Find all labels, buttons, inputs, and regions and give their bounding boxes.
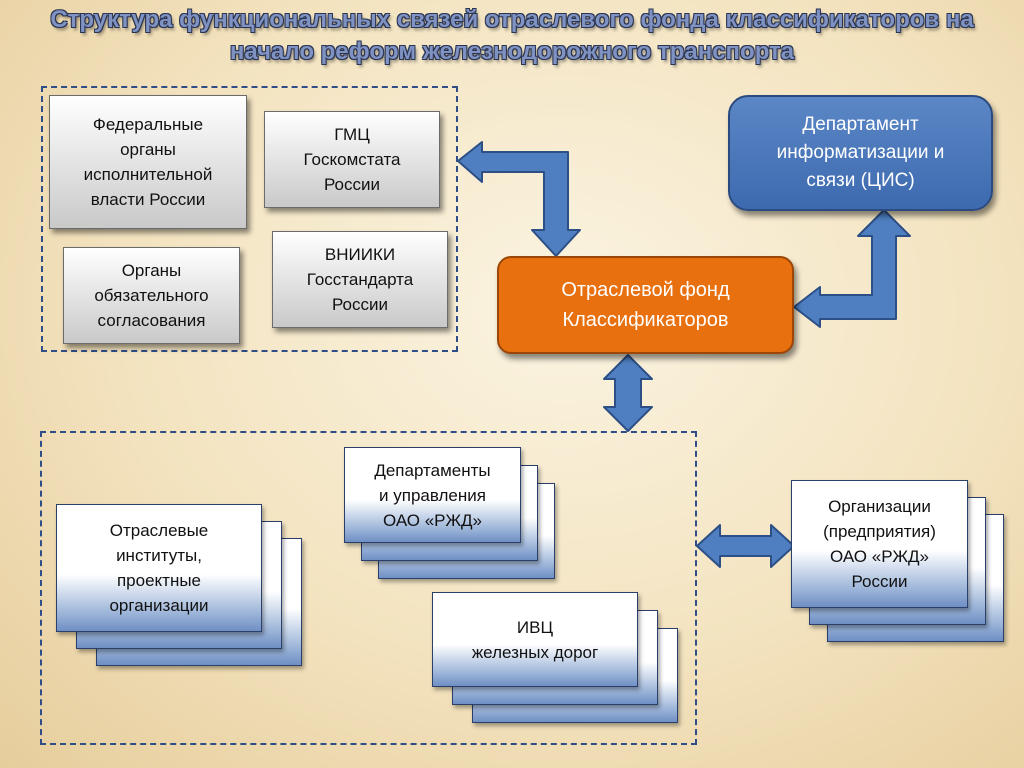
page-title: Структура функциональных связей отраслев… <box>0 4 1024 68</box>
gmc-goskomstat-box: ГМЦ Госкомстата России <box>264 111 440 208</box>
bottom-group-frame <box>40 431 697 745</box>
institutes-box: Отраслевые институты, проектные организа… <box>56 504 262 632</box>
arrow-fund-to-department <box>793 209 911 328</box>
informatization-department-box: Департамент информатизации и связи (ЦИС) <box>728 95 993 211</box>
title-line-2: начало реформ железнодорожного транспорт… <box>229 38 795 65</box>
vniiki-gosstandart-box: ВНИИКИ Госстандарта России <box>272 231 448 328</box>
departments-rzd-box: Департаменты и управления ОАО «РЖД» <box>344 447 521 543</box>
arrow-fund-to-bottom-group <box>603 354 653 432</box>
ivc-box: ИВЦ железных дорог <box>432 592 638 687</box>
title-line-1: Структура функциональных связей отраслев… <box>50 6 974 33</box>
federal-authorities-box: Федеральные органы исполнительной власти… <box>49 95 247 229</box>
organizations-box: Организации (предприятия) ОАО «РЖД» Росс… <box>791 480 968 608</box>
arrow-top-group-to-fund <box>457 141 581 257</box>
approval-organs-box: Органы обязательного согласования <box>63 247 240 344</box>
classifiers-fund-box: Отраслевой фонд Классификаторов <box>497 256 794 354</box>
top-group-frame <box>41 86 458 352</box>
arrow-bottom-group-to-organizations <box>696 524 795 568</box>
